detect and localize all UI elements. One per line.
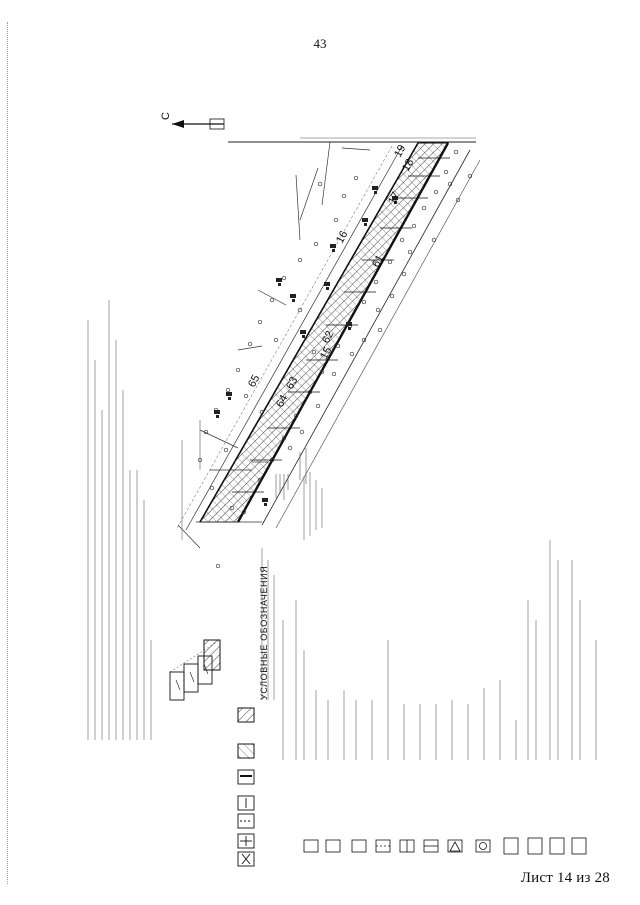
legend-descriptions [261,540,597,760]
top-reference-line [228,137,476,143]
sheet-layout-scheme [169,639,221,701]
sheet-footer: Лист 14 из 28 [520,870,610,886]
page-number: 43 [313,36,327,51]
legend-title: УСЛОВНЫЕ ОБОЗНАЧЕНИЯ [259,565,269,700]
boundary-lines [177,141,371,549]
page-left-border [7,22,8,884]
north-label: С [159,112,172,120]
plot-number: 65 [246,373,262,389]
parcel-markers [214,186,398,506]
plot-number: 62 [320,329,336,345]
plot-numbers: 16 17 61 62 63 64 65 15 19 18 [246,143,416,409]
plot-number: 19 [392,143,408,159]
notes-text-block [87,300,152,740]
plot-number: 64 [274,393,290,409]
plot-number: 15 [318,345,334,361]
plot-number: 18 [400,157,416,173]
plot-number: 17 [386,190,402,206]
line-annotations [181,440,323,540]
plot-number: 16 [334,229,350,245]
legend-symbols [237,707,255,867]
plot-number: 63 [284,375,300,391]
plot-number: 61 [370,253,386,269]
north-arrow [172,118,225,130]
rotated-annotations [199,420,307,500]
legend-symbols-right [303,837,587,855]
